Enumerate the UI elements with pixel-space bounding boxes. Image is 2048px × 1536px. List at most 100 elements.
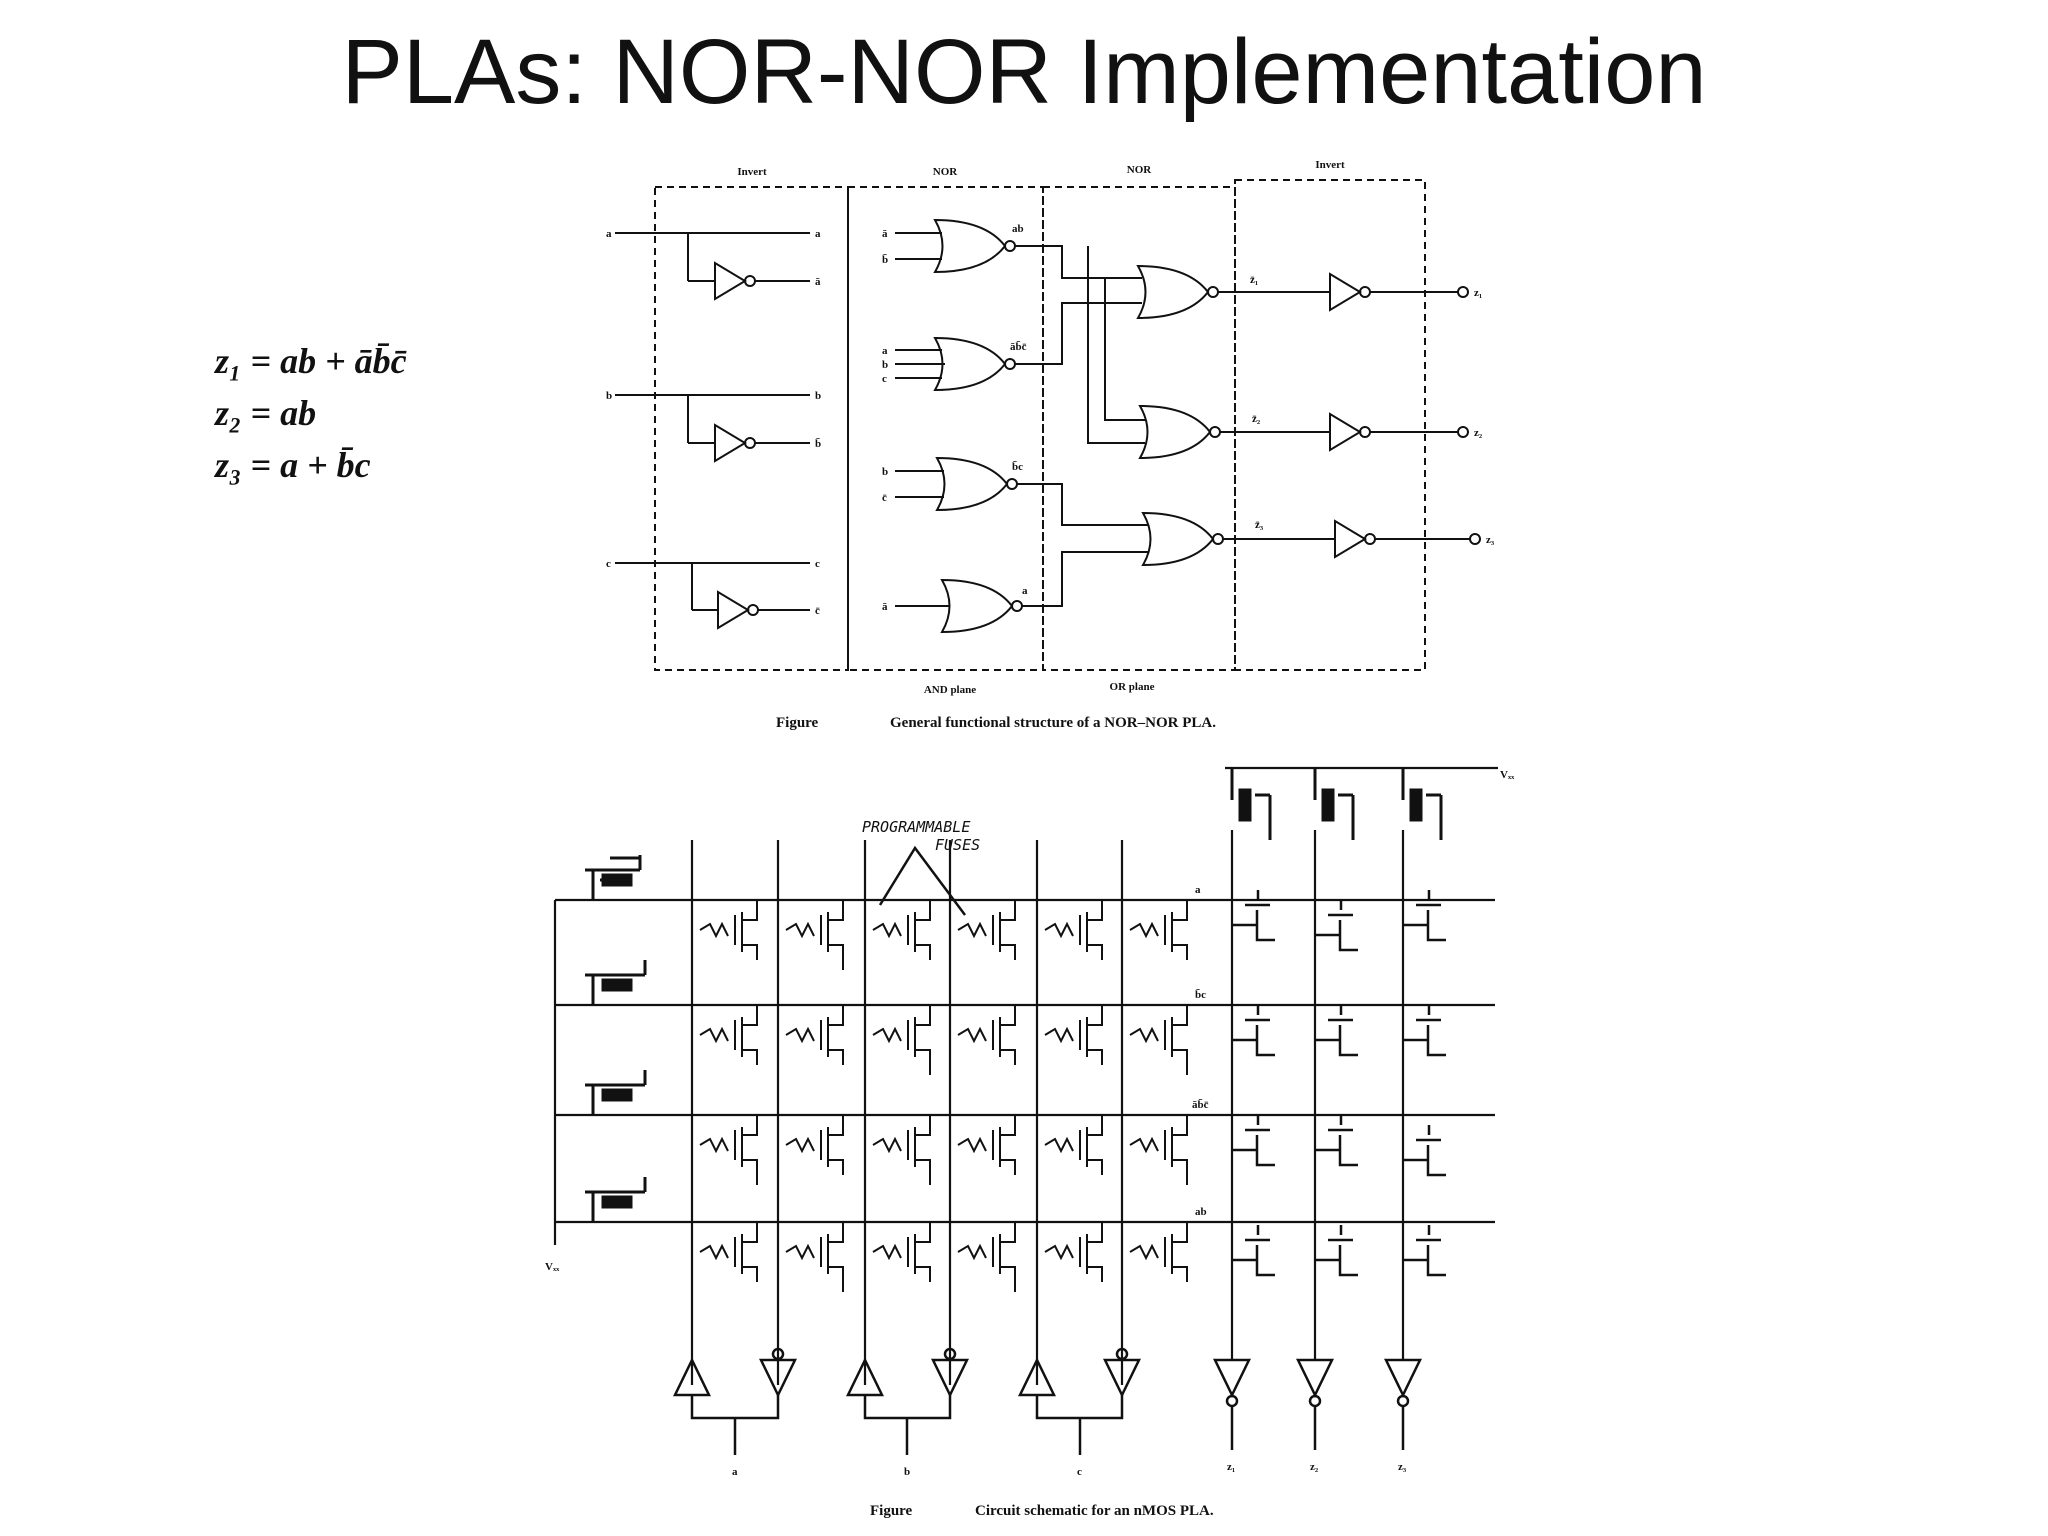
figure2-caption: Circuit schematic for an nMOS PLA. — [975, 1503, 1214, 1519]
output-inverter-z3-icon — [1334, 519, 1367, 559]
fuse-cell-r1c3-icon — [872, 900, 931, 960]
pullup-z3-icon — [1401, 768, 1443, 840]
section-boxes — [654, 179, 1426, 671]
fuse-cell-r2c6-icon — [1129, 1005, 1188, 1075]
fuse-cell-r4c6-icon — [1129, 1222, 1188, 1282]
nmos-pla-schematic — [553, 766, 1498, 1385]
section-label-invert-out: Invert — [1315, 159, 1345, 171]
fuse-pointer-lines — [878, 845, 967, 916]
and-plane-transistors — [699, 900, 1188, 1292]
output-inverter-2-icon — [1296, 1358, 1334, 1398]
input-a-label: a — [606, 228, 612, 240]
output-z2-label: z₂ — [1474, 427, 1483, 439]
nor-gate-ab-icon — [895, 218, 1016, 274]
input-label-c: c — [1077, 1466, 1082, 1478]
fuse-cell-r1c4-icon — [957, 900, 1016, 960]
fuse-cell-r3c2-icon — [785, 1115, 844, 1175]
row-label-ab: ab — [1195, 1206, 1207, 1218]
pullup-transistors-top — [1230, 768, 1443, 840]
or-cell-r2c1-icon — [1232, 1005, 1275, 1057]
fuse-cell-r2c5-icon — [1044, 1005, 1103, 1065]
section-label-nor-or: NOR — [1127, 164, 1153, 176]
or-cell-r4c3-icon — [1403, 1225, 1446, 1277]
gate3-in1-label: b — [882, 466, 888, 478]
or-cell-r1c2-icon — [1315, 900, 1358, 952]
fuse-cell-r1c6-icon — [1129, 900, 1188, 960]
gate1-in2-label: b̄ — [882, 254, 888, 266]
or-cell-r3c1-icon — [1232, 1115, 1275, 1167]
out-abar-label: ā — [815, 276, 821, 288]
equation-z2: z₂ = ab — [215, 393, 317, 433]
nor-gate-a-icon — [895, 578, 1023, 634]
output-label-z3: z₃ — [1398, 1461, 1407, 1473]
section-label-invert-in: Invert — [737, 166, 767, 178]
or-cell-r2c3-icon — [1403, 1005, 1446, 1057]
or-cell-r1c3-icon — [1403, 890, 1446, 942]
gate2-in3-label: c — [882, 373, 887, 385]
gate4-in1-label: ā — [882, 601, 888, 613]
gate2-in2-label: b — [882, 359, 888, 371]
equation-z3: z₃ = a + b̄c — [215, 445, 371, 485]
output-z3-label: z₃ — [1486, 534, 1495, 546]
invert-input-box — [654, 186, 849, 671]
input-c-label: c — [606, 558, 611, 570]
and-or-wiring — [1015, 245, 1148, 607]
pullup-1-icon — [585, 855, 642, 900]
term-abarbbarcbar-label: āb̄c̄ — [1010, 341, 1027, 353]
or-plane-gates — [1136, 264, 1224, 567]
equation-z1: z₁ = ab + āb̄c̄ — [215, 341, 407, 381]
output-label-z2: z₂ — [1310, 1461, 1319, 1473]
fuse-cell-r4c2-icon — [785, 1222, 844, 1292]
vdd-left-label: Vₓₓ — [545, 1261, 560, 1273]
pullup-transistors-left — [585, 855, 647, 1222]
output-inverter-1-icon — [1213, 1358, 1251, 1398]
or-cell-r3c2-icon — [1315, 1115, 1358, 1167]
inverter-b-icon — [714, 423, 747, 463]
gate2-in1-label: a — [882, 345, 888, 357]
fuse-cell-r4c3-icon — [872, 1222, 931, 1282]
section-label-nor-and: NOR — [933, 166, 959, 178]
pullup-2-icon — [585, 960, 647, 1005]
pullup-4-icon — [585, 1177, 647, 1222]
or-cell-r2c2-icon — [1315, 1005, 1358, 1057]
gate1-in1-label: ā — [882, 228, 888, 240]
out-cbar-label: c̄ — [815, 605, 820, 617]
or-out-z1-label: z̄₁ — [1250, 274, 1258, 286]
and-plane-label: AND plane — [924, 684, 976, 696]
inverter-c-icon — [717, 590, 750, 630]
fuse-cell-r4c4-icon — [957, 1222, 1016, 1292]
or-cell-r1c1-icon — [1232, 890, 1275, 942]
figure1-caption: General functional structure of a NOR–NO… — [890, 715, 1216, 731]
fuse-cell-r2c3-icon — [872, 1005, 931, 1075]
fuse-cell-r4c5-icon — [1044, 1222, 1103, 1282]
fuse-cell-r3c6-icon — [1129, 1115, 1188, 1185]
boolean-equations: z₁ = ab + āb̄c̄ z₂ = ab z₃ = a + b̄c — [215, 335, 407, 491]
slide-title: PLAs: NOR-NOR Implementation — [341, 21, 1707, 123]
input-label-a: a — [732, 1466, 738, 1478]
out-b-label: b — [815, 390, 821, 402]
nor-gate-z2-icon — [1138, 404, 1221, 460]
row-label-a: a — [1195, 884, 1201, 896]
output-inverters — [1218, 272, 1481, 559]
vdd-top-label: Vₓₓ — [1500, 769, 1515, 781]
out-c-label: c — [815, 558, 820, 570]
fuse-cell-r3c1-icon — [699, 1115, 758, 1185]
and-plane-box — [847, 186, 1044, 671]
nor-nor-pla-block-diagram — [654, 179, 1426, 671]
out-a-label: a — [815, 228, 821, 240]
or-cell-r4c2-icon — [1315, 1225, 1358, 1277]
input-label-b: b — [904, 1466, 910, 1478]
output-inverter-z2-icon — [1329, 412, 1362, 452]
or-plane-transistors — [1232, 890, 1446, 1277]
or-out-z2-label: z̄₂ — [1252, 413, 1261, 425]
term-ab-label: ab — [1012, 223, 1024, 235]
and-plane-gates — [895, 218, 1023, 634]
fuse-cell-r2c2-icon — [785, 1005, 844, 1065]
invert-output-box — [1234, 179, 1426, 671]
inverter-a-icon — [714, 261, 747, 301]
figure1-caption-prefix: Figure — [776, 715, 819, 731]
nor-gate-bbarc-icon — [895, 456, 1018, 512]
fuse-cell-r2c1-icon — [699, 1005, 758, 1065]
input-buffers — [673, 845, 1422, 1455]
